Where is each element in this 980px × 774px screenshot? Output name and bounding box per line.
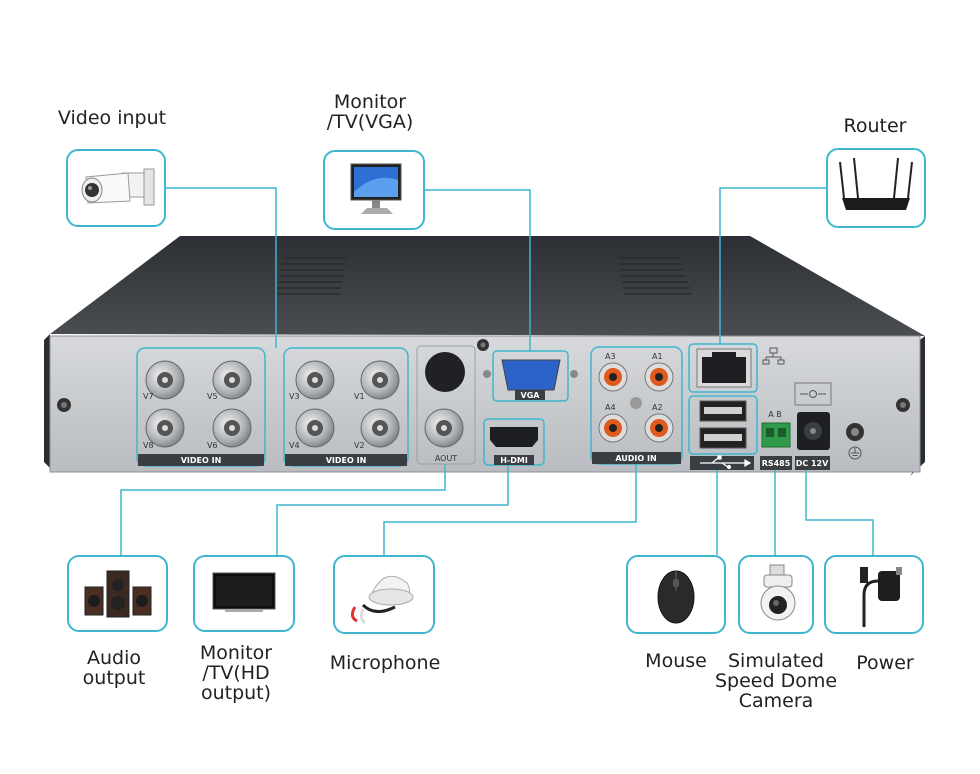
video-in-left-label: VIDEO IN (181, 456, 222, 465)
tv-box (193, 555, 295, 632)
microphone-label: Microphone (329, 652, 441, 674)
rear-panel (49, 335, 921, 473)
vent-right (618, 257, 692, 295)
tv-icon (212, 572, 276, 612)
rca-group (598, 362, 674, 443)
svg-text:V2: V2 (354, 441, 365, 450)
rs485-label: RS485 (762, 459, 791, 468)
ground-icon (848, 446, 862, 460)
monitor-vga-box (323, 150, 425, 230)
hdmi-label: H-DMI (500, 456, 528, 465)
dome-camera-box (738, 555, 814, 634)
video-input-label: Video input (57, 107, 167, 129)
speaker-box (67, 555, 168, 632)
svg-text:V7: V7 (143, 392, 154, 401)
bnc-group-right (295, 360, 400, 448)
svg-text:V6: V6 (207, 441, 218, 450)
speaker-icon (84, 570, 152, 618)
router-icon (839, 157, 913, 210)
svg-text:V3: V3 (289, 392, 300, 401)
dome-camera-icon (760, 564, 796, 621)
audio-in-label: AUDIO IN (615, 454, 656, 463)
microphone-icon (350, 575, 414, 625)
mouse-box (626, 555, 726, 634)
video-in-right-label: VIDEO IN (326, 456, 367, 465)
mouse-label: Mouse (645, 650, 707, 672)
usb-icon (700, 455, 752, 470)
svg-text:A3: A3 (605, 352, 616, 361)
router-box (826, 148, 926, 228)
monitor-vga-label: Monitor/TV(VGA) (326, 91, 414, 133)
mouse-icon (657, 570, 695, 624)
monitor-icon (350, 163, 402, 214)
bnc-group-left (145, 360, 252, 448)
router-label: Router (843, 115, 907, 137)
vent-left (276, 257, 346, 295)
svg-text:V8: V8 (143, 441, 154, 450)
microphone-box (333, 555, 435, 634)
svg-text:A2: A2 (652, 403, 663, 412)
svg-text:A4: A4 (605, 403, 616, 412)
camera-icon (81, 168, 155, 206)
camera-box (66, 149, 166, 227)
power-label: Power (856, 652, 914, 674)
connection-lines (120, 187, 874, 555)
aout-label: AOUT (435, 454, 457, 463)
network-icon (762, 347, 785, 365)
svg-text:V5: V5 (207, 392, 218, 401)
svg-text:A1: A1 (652, 352, 663, 361)
vga-label: VGA (521, 391, 541, 400)
rs485-ab-label: A B (768, 410, 782, 419)
power-box (824, 555, 924, 634)
power-adapter-icon (860, 567, 902, 627)
dc-label: DC 12V (796, 459, 829, 468)
chassis-top (50, 236, 925, 336)
svg-text:V1: V1 (354, 392, 365, 401)
svg-text:V4: V4 (289, 441, 300, 450)
